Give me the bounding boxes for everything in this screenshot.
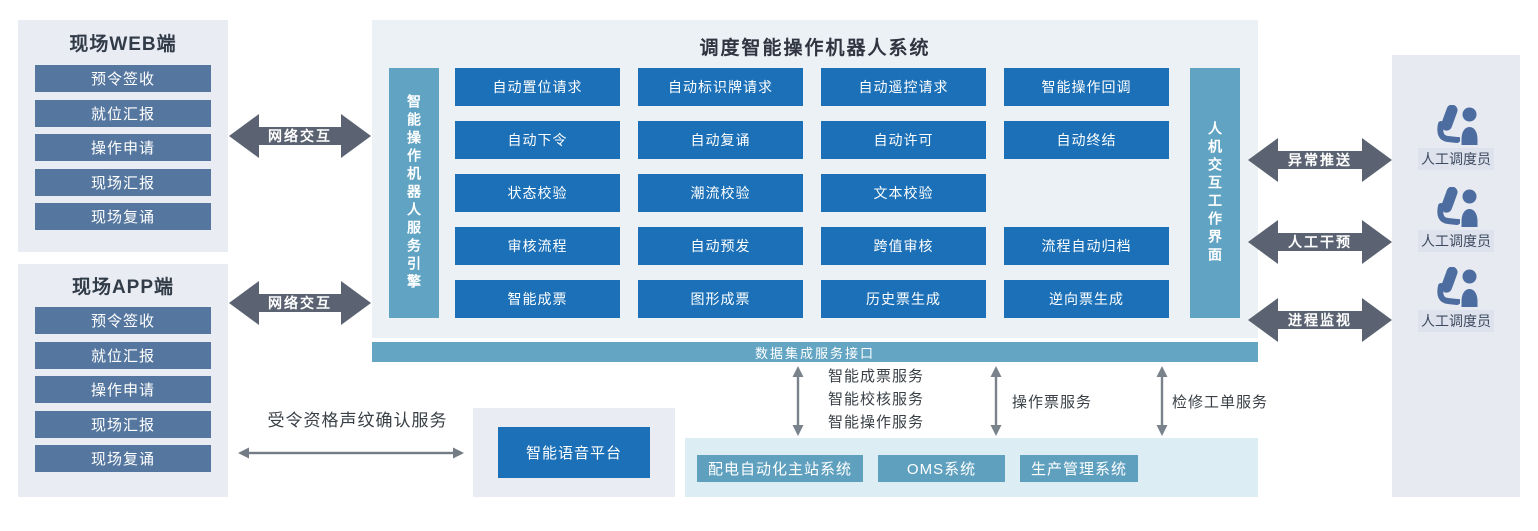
function-box: 自动标识牌请求 (638, 68, 803, 106)
panel-item: 就位汇报 (35, 99, 211, 127)
panel-item: 就位汇报 (35, 341, 211, 369)
panel-item: 现场汇报 (35, 168, 211, 196)
service-label: 智能成票服务 (828, 368, 925, 385)
system-box: 生产管理系统 (1020, 455, 1138, 482)
voice-service-arrow-icon (238, 446, 464, 464)
network-arrow-label: 网络交互 (268, 294, 332, 311)
panel-item: 现场复诵 (35, 203, 211, 230)
system-box: 配电自动化主站系统 (697, 455, 863, 482)
panel-item: 预令签收 (35, 65, 211, 92)
panel-item: 现场汇报 (35, 410, 211, 438)
function-box: 自动遥控请求 (821, 68, 986, 106)
app-terminal-panel: 现场APP端 预令签收 就位汇报 操作申请 现场汇报 现场复诵 (18, 264, 228, 497)
robot-system-title: 调度智能操作机器人系统 (699, 38, 931, 59)
dispatcher-at-computer-icon (1437, 267, 1478, 307)
process-monitor-label: 进程监视 (1288, 311, 1352, 328)
function-box: 审核流程 (455, 227, 620, 265)
dispatcher-panel: 人工调度员 人工调度员 (1392, 55, 1520, 497)
double-arrow-icon (1248, 138, 1392, 182)
function-box: 智能操作回调 (1004, 68, 1169, 106)
function-box: 自动下令 (455, 121, 620, 159)
function-box: 自动置位请求 (455, 68, 620, 106)
manual-intervention-arrow: 人工干预 (1248, 219, 1392, 265)
double-arrow-icon (229, 281, 371, 325)
function-box: 自动终结 (1004, 121, 1169, 159)
dispatcher-at-computer-icon (1437, 105, 1478, 145)
dispatcher-label: 人工调度员 (1418, 310, 1494, 332)
voice-platform-panel: 智能语音平台 (473, 408, 675, 497)
process-monitor-arrow: 进程监视 (1248, 297, 1392, 343)
double-arrow-icon (1248, 298, 1392, 342)
service-label: 检修工单服务 (1172, 394, 1269, 411)
service-label: 智能操作服务 (828, 414, 925, 431)
function-box: 潮流校验 (638, 174, 803, 212)
external-systems-panel: 配电自动化主站系统 OMS系统 生产管理系统 (685, 438, 1258, 497)
panel-item: 现场复诵 (35, 445, 211, 472)
hmi-interface-bar: 人机交互工作界面 (1190, 68, 1240, 318)
dispatcher-label: 人工调度员 (1418, 230, 1494, 252)
app-terminal-title: 现场APP端 (71, 277, 175, 298)
dispatcher-group: 人工调度员 (1392, 187, 1520, 252)
network-arrow: 网络交互 (229, 280, 371, 326)
voice-service-label: 受令资格声纹确认服务 (267, 411, 448, 430)
service-label: 智能校核服务 (828, 391, 925, 408)
dispatcher-label: 人工调度员 (1418, 148, 1494, 170)
web-terminal-title: 现场WEB端 (69, 34, 177, 55)
function-box: 跨值审核 (821, 227, 986, 265)
voice-platform-box: 智能语音平台 (498, 427, 650, 478)
robot-system-panel: 调度智能操作机器人系统 智能操作机器人服务引擎 人机交互工作界面 自动置位请求 … (372, 20, 1258, 338)
network-arrow: 网络交互 (229, 113, 371, 159)
service-arrow-icon (1156, 366, 1168, 441)
panel-item: 预令签收 (35, 307, 211, 334)
function-box: 自动复诵 (638, 121, 803, 159)
dispatcher-at-computer-icon (1437, 187, 1478, 227)
system-box: OMS系统 (878, 455, 1005, 482)
dispatcher-group: 人工调度员 (1392, 105, 1520, 170)
function-box: 自动许可 (821, 121, 986, 159)
service-engine-bar: 智能操作机器人服务引擎 (389, 68, 439, 318)
function-box: 图形成票 (638, 280, 803, 318)
hmi-interface-label: 人机交互工作界面 (1207, 121, 1223, 265)
dispatcher-group: 人工调度员 (1392, 267, 1520, 332)
double-arrow-icon (229, 114, 371, 158)
service-label-group: 智能成票服务 智能校核服务 智能操作服务 (828, 365, 924, 434)
function-box: 历史票生成 (821, 280, 986, 318)
service-arrow-icon (990, 366, 1002, 441)
web-terminal-panel: 现场WEB端 预令签收 就位汇报 操作申请 现场汇报 现场复诵 (18, 20, 228, 252)
panel-item: 操作申请 (35, 376, 211, 403)
service-engine-label: 智能操作机器人服务引擎 (406, 94, 422, 292)
panel-item: 操作申请 (35, 134, 211, 161)
double-arrow-icon (1248, 220, 1392, 264)
function-box: 文本校验 (821, 174, 986, 212)
function-box: 自动预发 (638, 227, 803, 265)
network-arrow-label: 网络交互 (268, 127, 332, 144)
function-box: 逆向票生成 (1004, 280, 1169, 318)
function-box: 状态校验 (455, 174, 620, 212)
data-integration-bar: 数据集成服务接口 (372, 342, 1258, 362)
exception-push-label: 异常推送 (1288, 151, 1352, 168)
function-box: 流程自动归档 (1004, 227, 1169, 265)
manual-intervention-label: 人工干预 (1288, 233, 1352, 250)
exception-push-arrow: 异常推送 (1248, 137, 1392, 183)
service-arrow-icon (792, 366, 804, 441)
service-label: 操作票服务 (1012, 394, 1093, 411)
function-box: 智能成票 (455, 280, 620, 318)
